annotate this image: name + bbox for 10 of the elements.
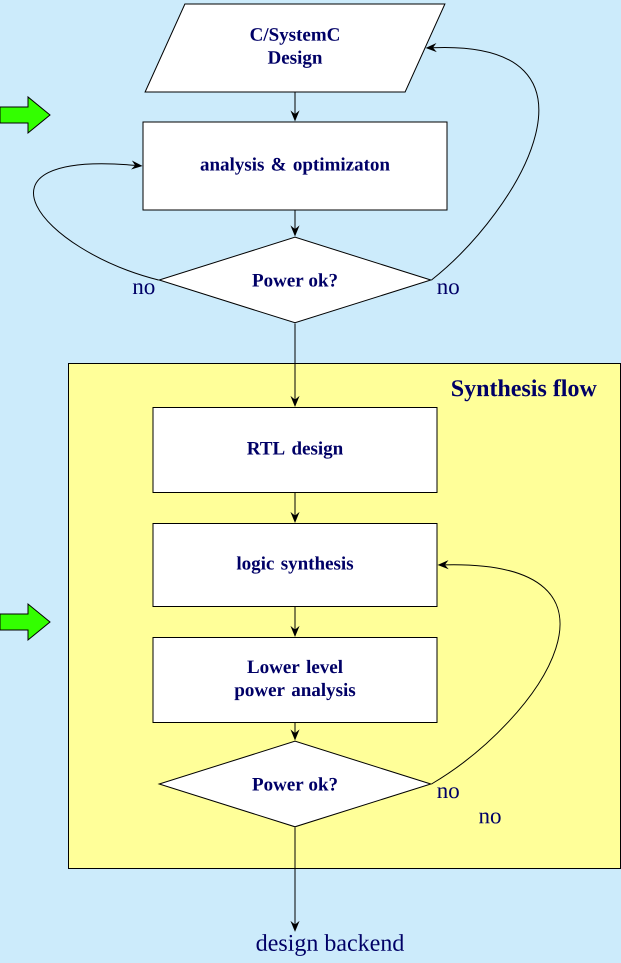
edge-label: no [437,283,459,294]
edge-label: no [437,787,459,798]
process-box: logic synthesis [152,523,438,607]
arrow [33,160,159,280]
edge-label: no [132,283,154,294]
process-box: RTL design [152,407,438,493]
process-box: analysis & optimizaton [142,122,448,210]
note-label: no [479,812,501,824]
process-box: Lower level power analysis [152,637,438,723]
output-text: design backend [256,934,404,956]
